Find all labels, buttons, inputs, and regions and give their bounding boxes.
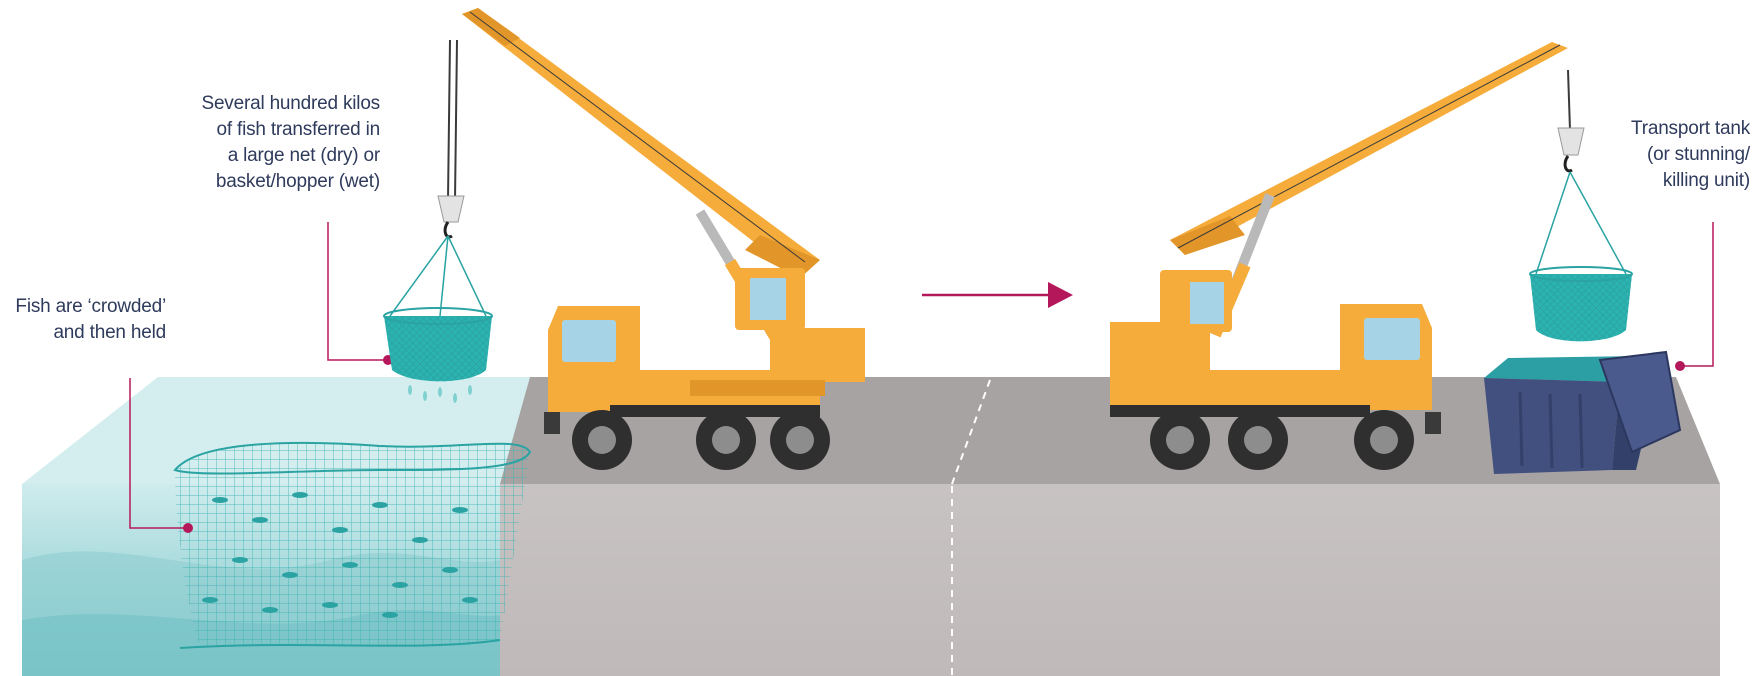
- fish-pen-label: Fish are ‘crowded’ and then held: [0, 294, 166, 346]
- transport-tank-label: Transport tank (or stunning/ killing uni…: [1590, 116, 1750, 194]
- direction-arrow-icon: [922, 282, 1073, 308]
- fish-pen-net: [175, 443, 530, 648]
- fish-net-icon: [1530, 172, 1632, 341]
- net-transfer-label: Several hundred kilos of fish transferre…: [150, 91, 380, 195]
